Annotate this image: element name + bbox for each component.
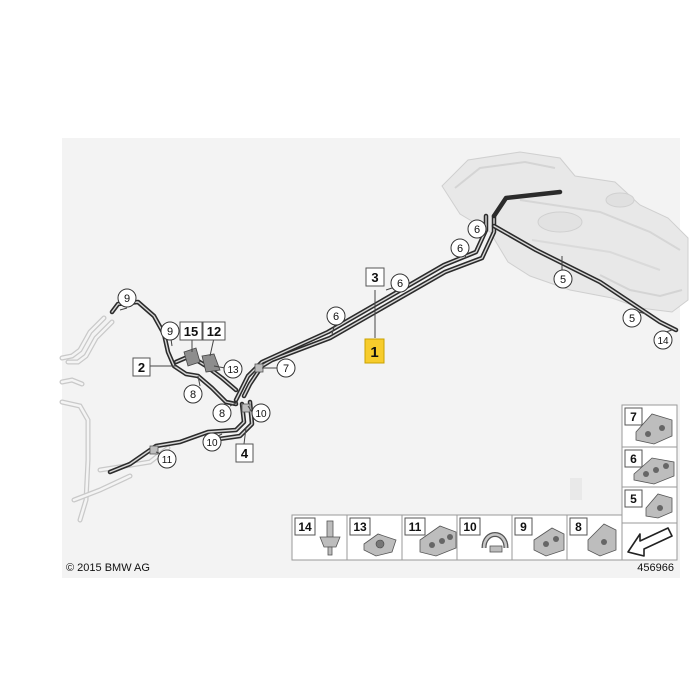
legend-nav-tile bbox=[621, 522, 678, 561]
svg-text:8: 8 bbox=[219, 408, 225, 420]
callout-10-b: 10 bbox=[202, 432, 222, 452]
callout-15: 15 bbox=[179, 321, 203, 341]
svg-text:9: 9 bbox=[520, 520, 527, 534]
svg-text:12: 12 bbox=[207, 324, 221, 339]
legend-item-11: 11 bbox=[401, 514, 458, 561]
diagram-number: 456966 bbox=[637, 562, 674, 574]
callout-14: 14 bbox=[653, 330, 673, 350]
svg-text:8: 8 bbox=[575, 520, 582, 534]
callout-8-a: 8 bbox=[183, 384, 203, 404]
svg-text:3: 3 bbox=[371, 270, 378, 285]
callout-12: 12 bbox=[202, 321, 226, 341]
svg-text:11: 11 bbox=[162, 455, 173, 466]
svg-text:5: 5 bbox=[630, 492, 637, 506]
faint-mark bbox=[570, 478, 582, 500]
svg-text:6: 6 bbox=[457, 243, 463, 255]
svg-text:10: 10 bbox=[206, 438, 218, 449]
fuel-tank bbox=[441, 151, 689, 313]
svg-text:5: 5 bbox=[629, 313, 635, 325]
svg-text:6: 6 bbox=[474, 224, 480, 236]
callout-9-b: 9 bbox=[160, 321, 180, 341]
svg-text:9: 9 bbox=[124, 293, 130, 305]
svg-text:7: 7 bbox=[630, 410, 637, 424]
callout-11: 11 bbox=[157, 449, 177, 469]
clip-near-10 bbox=[241, 403, 251, 413]
legend-item-10: 10 bbox=[456, 514, 513, 561]
push-rivet-icon bbox=[319, 520, 341, 556]
svg-text:10: 10 bbox=[255, 409, 267, 420]
callout-6-b: 6 bbox=[390, 273, 410, 293]
callout-7: 7 bbox=[276, 358, 296, 378]
callout-6-d: 6 bbox=[467, 219, 487, 239]
callout-8-b: 8 bbox=[212, 403, 232, 423]
legend-item-8: 8 bbox=[566, 514, 623, 561]
pipe-holder-7-icon bbox=[635, 413, 673, 445]
triple-clip-icon bbox=[419, 525, 457, 557]
copyright-text: © 2015 BMW AG bbox=[66, 562, 150, 574]
hose-clamp-icon bbox=[481, 532, 509, 553]
svg-text:1: 1 bbox=[370, 344, 378, 361]
callout-2: 2 bbox=[132, 357, 151, 377]
svg-text:14: 14 bbox=[657, 336, 669, 347]
svg-text:6: 6 bbox=[333, 311, 339, 323]
svg-text:8: 8 bbox=[190, 389, 196, 401]
svg-text:6: 6 bbox=[630, 452, 637, 466]
svg-text:11: 11 bbox=[409, 520, 422, 534]
callout-5-a: 5 bbox=[553, 269, 573, 289]
legend-item-14: 14 bbox=[291, 514, 348, 561]
callout-6-c: 6 bbox=[450, 238, 470, 258]
pipe-holder-5-icon bbox=[645, 493, 673, 519]
double-clip-icon bbox=[533, 527, 565, 557]
callout-1-highlighted: 1 bbox=[364, 338, 385, 364]
nut-icon bbox=[363, 533, 397, 557]
svg-text:10: 10 bbox=[463, 520, 477, 534]
legend-item-6: 6 bbox=[621, 446, 678, 488]
svg-text:13: 13 bbox=[353, 520, 367, 534]
callout-13: 13 bbox=[223, 359, 243, 379]
parts-legend: 14 13 11 bbox=[291, 404, 678, 561]
clip-near-11 bbox=[149, 445, 159, 455]
svg-text:14: 14 bbox=[298, 520, 312, 534]
svg-text:2: 2 bbox=[138, 360, 145, 375]
callout-9-a: 9 bbox=[117, 288, 137, 308]
single-clip-icon bbox=[587, 523, 617, 557]
svg-text:7: 7 bbox=[283, 363, 289, 375]
svg-text:4: 4 bbox=[241, 446, 249, 461]
callout-10-a: 10 bbox=[251, 403, 271, 423]
legend-item-9: 9 bbox=[511, 514, 568, 561]
legend-item-13: 13 bbox=[346, 514, 403, 561]
callout-4: 4 bbox=[235, 443, 254, 463]
callout-3: 3 bbox=[365, 267, 385, 287]
svg-text:6: 6 bbox=[397, 278, 403, 290]
svg-text:5: 5 bbox=[560, 274, 566, 286]
clip-near-7 bbox=[254, 363, 264, 373]
fuel-pipes bbox=[107, 189, 679, 475]
callout-5-b: 5 bbox=[622, 308, 642, 328]
pipe-holder-6-icon bbox=[633, 457, 675, 485]
legend-item-5: 5 bbox=[621, 486, 678, 524]
arrow-icon bbox=[627, 527, 673, 557]
pipe-clips bbox=[149, 347, 264, 455]
svg-text:13: 13 bbox=[227, 365, 239, 376]
svg-text:15: 15 bbox=[184, 324, 198, 339]
svg-text:9: 9 bbox=[167, 326, 173, 338]
callout-6-a: 6 bbox=[326, 306, 346, 326]
legend-item-7: 7 bbox=[621, 404, 678, 448]
